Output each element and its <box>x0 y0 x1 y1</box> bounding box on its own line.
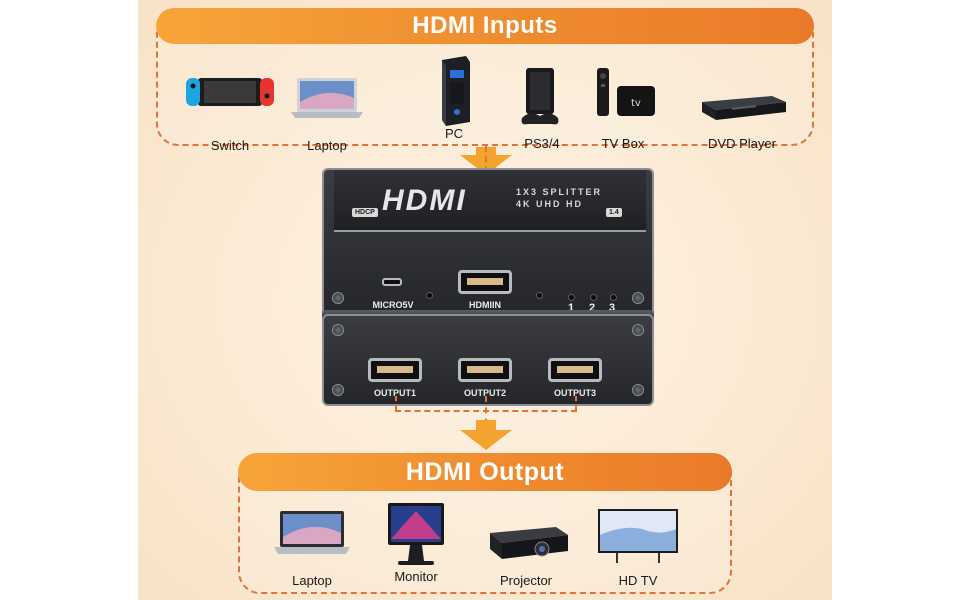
led-number: 1 <box>568 302 575 314</box>
device-laptop: Laptop <box>277 64 377 153</box>
output-signal-line <box>575 396 577 410</box>
led-number: 2 <box>589 302 596 314</box>
led-number: 3 <box>609 302 616 314</box>
output-label: OUTPUT1 <box>373 388 416 398</box>
device-label: Switch <box>210 138 250 153</box>
hdmi-input-label: HDMIIN <box>469 300 501 310</box>
version-badge: 1.4 <box>606 208 622 217</box>
device-label: Laptop <box>292 573 332 588</box>
device-dvd: DVD Player <box>692 68 792 151</box>
spec-label: 1X3 SPLITTER 4K UHD HD <box>516 186 602 210</box>
inputs-title: HDMI Inputs <box>156 8 814 44</box>
inputs-panel: HDMI Inputs Switch Laptop <box>156 8 814 153</box>
device-label: Projector <box>499 573 553 588</box>
hdcp-badge: HDCP <box>352 208 378 217</box>
screw-icon <box>632 324 644 336</box>
screw-icon <box>632 384 644 396</box>
arrow-stem <box>476 420 496 430</box>
device-monitor: Monitor <box>366 499 466 584</box>
output-led-3 <box>610 294 617 301</box>
pc-tower-icon <box>404 52 504 136</box>
device-projector: Projector <box>476 517 576 588</box>
device-tvbox: tv TV Box <box>573 62 673 151</box>
device-ps3: PS3/4 <box>492 62 592 151</box>
device-switch: Switch <box>180 64 280 153</box>
micro-usb-port[interactable] <box>382 278 402 286</box>
output-label: OUTPUT2 <box>463 388 506 398</box>
screw-icon <box>332 324 344 336</box>
brand-logo: HDMI <box>382 184 467 217</box>
spec-line1: 1X3 SPLITTER <box>516 187 603 197</box>
laptop-icon <box>262 505 362 577</box>
hdmi-input-port[interactable] <box>458 270 512 294</box>
tv-box-icon: tv <box>573 62 673 134</box>
spec-line2: 4K UHD HD <box>516 199 584 209</box>
device-label: Monitor <box>394 569 438 584</box>
device-label: HD TV <box>618 573 658 588</box>
micro-port-label: MICRO5V <box>372 300 414 310</box>
outputs-title: HDMI Output <box>238 453 732 491</box>
laptop-icon <box>277 64 377 136</box>
device-label: TV Box <box>601 136 645 151</box>
screw-icon <box>632 292 644 304</box>
monitor-icon <box>366 499 466 575</box>
device-label: DVD Player <box>708 136 776 151</box>
down-arrow-icon <box>460 430 512 450</box>
hdmi-output-port-3[interactable] <box>548 358 602 382</box>
output-led-2 <box>590 294 597 301</box>
power-led <box>426 292 433 299</box>
device-label: PS3/4 <box>524 136 560 151</box>
hdmi-output-port-2[interactable] <box>458 358 512 382</box>
splitter-top-unit: HDMI 1X3 SPLITTER 4K UHD HD HDCP 1.4 MIC… <box>322 168 654 318</box>
hdtv-icon <box>588 505 688 577</box>
device-laptop: Laptop <box>262 505 362 588</box>
output-led-1 <box>568 294 575 301</box>
output-signal-bus <box>395 410 577 412</box>
splitter-bottom-unit: OUTPUT1 OUTPUT2 OUTPUT3 <box>322 314 654 406</box>
svg-text:tv: tv <box>631 98 641 109</box>
status-led <box>536 292 543 299</box>
projector-icon <box>476 517 576 571</box>
device-label: Laptop <box>307 138 347 153</box>
output-label: OUTPUT3 <box>553 388 596 398</box>
device-hdtv: HD TV <box>588 505 688 588</box>
hdmi-output-port-1[interactable] <box>368 358 422 382</box>
device-pc: PC <box>404 52 504 141</box>
device-label: PC <box>444 126 464 141</box>
dvd-player-icon <box>692 68 792 134</box>
playstation-icon <box>492 62 592 134</box>
screw-icon <box>332 292 344 304</box>
screw-icon <box>332 384 344 396</box>
game-console-icon <box>180 64 280 136</box>
splitter-top-face: HDMI 1X3 SPLITTER 4K UHD HD HDCP 1.4 <box>334 170 646 232</box>
output-signal-line <box>485 396 487 436</box>
output-signal-line <box>395 396 397 410</box>
outputs-panel: HDMI Output Laptop Monitor <box>238 453 732 594</box>
